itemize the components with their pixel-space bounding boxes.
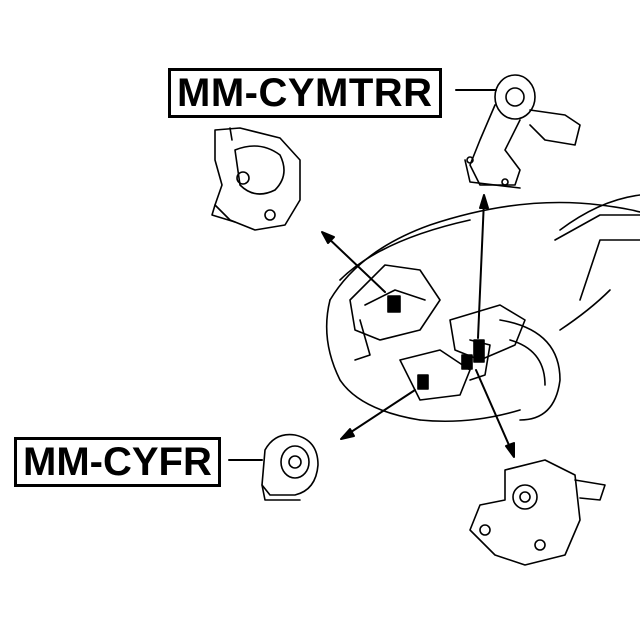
car-body-outline xyxy=(325,194,640,423)
rear-mount-part xyxy=(464,74,581,189)
part-label-front-mount: MM-CYFR xyxy=(14,437,221,487)
arrows xyxy=(321,194,515,458)
part-label-rear-mount: MM-CYMTRR xyxy=(168,68,442,118)
right-mount-part xyxy=(469,459,606,566)
mount-marker-left xyxy=(387,295,401,313)
mount-marker-right xyxy=(461,354,473,370)
front-mount-part xyxy=(261,433,319,501)
mount-marker-front xyxy=(417,374,429,390)
mount-marker-rear xyxy=(473,339,485,363)
left-mount-part xyxy=(211,127,301,231)
engine-bay-sketch xyxy=(349,264,526,401)
